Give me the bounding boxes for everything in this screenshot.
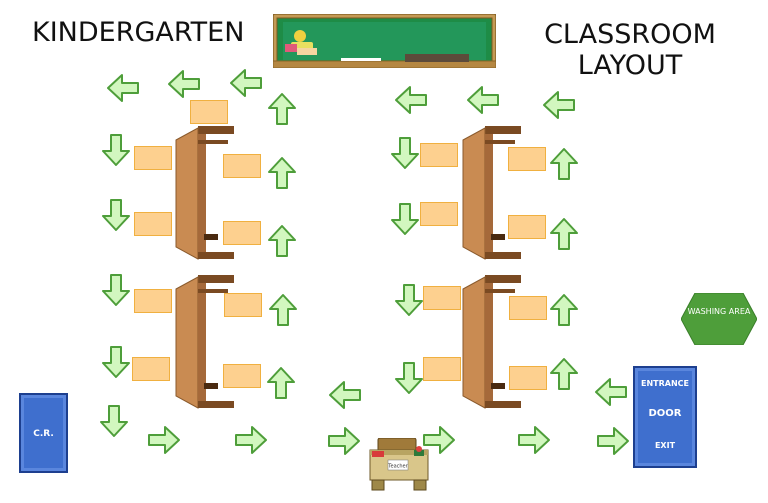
- door-label: DOOR: [648, 408, 682, 419]
- down-arrow-icon: [102, 346, 130, 378]
- seat-placeholder: [509, 366, 547, 390]
- left-arrow-icon: [395, 86, 427, 114]
- seat-placeholder: [508, 215, 546, 239]
- up-arrow-icon: [267, 367, 295, 399]
- seat-placeholder: [134, 212, 172, 236]
- down-arrow-icon: [102, 134, 130, 166]
- teacher-tag: Teacher: [387, 464, 408, 470]
- down-arrow-icon: [102, 274, 130, 306]
- seat-placeholder: [508, 147, 546, 171]
- seat-placeholder: [509, 296, 547, 320]
- wooden-desk-icon: [462, 275, 521, 409]
- right-arrow-icon: [328, 427, 360, 455]
- up-arrow-icon: [268, 225, 296, 257]
- wooden-desk-icon: [175, 275, 234, 409]
- cr-label: C.R.: [33, 429, 54, 439]
- up-arrow-icon: [550, 294, 578, 326]
- seat-placeholder: [423, 286, 461, 310]
- cr-door: C.R.: [19, 393, 68, 473]
- left-arrow-icon: [329, 381, 361, 409]
- chalkboard-icon: [273, 14, 496, 68]
- down-arrow-icon: [391, 203, 419, 235]
- teacher-cartoon-icon: [285, 30, 317, 55]
- seat-placeholder: [223, 364, 261, 388]
- seat-placeholder: [420, 143, 458, 167]
- title-kindergarten: KINDERGARTEN: [32, 17, 245, 48]
- up-arrow-icon: [550, 358, 578, 390]
- up-arrow-icon: [268, 93, 296, 125]
- washing-area-hexagon: [681, 293, 757, 345]
- entrance-door: ENTRANCE DOOR EXIT: [633, 366, 697, 468]
- wooden-desk-icon: [175, 126, 234, 260]
- washing-area-label: WASHING AREA: [687, 307, 751, 316]
- left-arrow-icon: [107, 74, 139, 102]
- seat-placeholder: [224, 293, 262, 317]
- exit-label: EXIT: [654, 441, 676, 450]
- up-arrow-icon: [550, 148, 578, 180]
- seat-placeholder: [134, 289, 172, 313]
- title-classroom-layout: CLASSROOM LAYOUT: [544, 19, 716, 81]
- seat-placeholder: [420, 202, 458, 226]
- right-arrow-icon: [597, 427, 629, 455]
- left-arrow-icon: [595, 378, 627, 406]
- up-arrow-icon: [269, 294, 297, 326]
- up-arrow-icon: [268, 157, 296, 189]
- down-arrow-icon: [391, 137, 419, 169]
- up-arrow-icon: [550, 218, 578, 250]
- right-arrow-icon: [518, 426, 550, 454]
- left-arrow-icon: [543, 91, 575, 119]
- left-arrow-icon: [467, 86, 499, 114]
- right-arrow-icon: [423, 426, 455, 454]
- down-arrow-icon: [102, 199, 130, 231]
- seat-placeholder: [423, 357, 461, 381]
- seat-placeholder: [134, 146, 172, 170]
- seat-placeholder: [223, 221, 261, 245]
- seat-placeholder: [223, 154, 261, 178]
- down-arrow-icon: [395, 284, 423, 316]
- seat-placeholder: [190, 100, 228, 124]
- down-arrow-icon: [100, 405, 128, 437]
- right-arrow-icon: [148, 426, 180, 454]
- right-arrow-icon: [235, 426, 267, 454]
- wooden-desk-icon: [462, 126, 521, 260]
- seat-placeholder: [132, 357, 170, 381]
- teacher-desk-icon: Teacher: [369, 438, 429, 491]
- down-arrow-icon: [395, 362, 423, 394]
- left-arrow-icon: [230, 69, 262, 97]
- left-arrow-icon: [168, 70, 200, 98]
- entrance-label: ENTRANCE: [641, 379, 689, 388]
